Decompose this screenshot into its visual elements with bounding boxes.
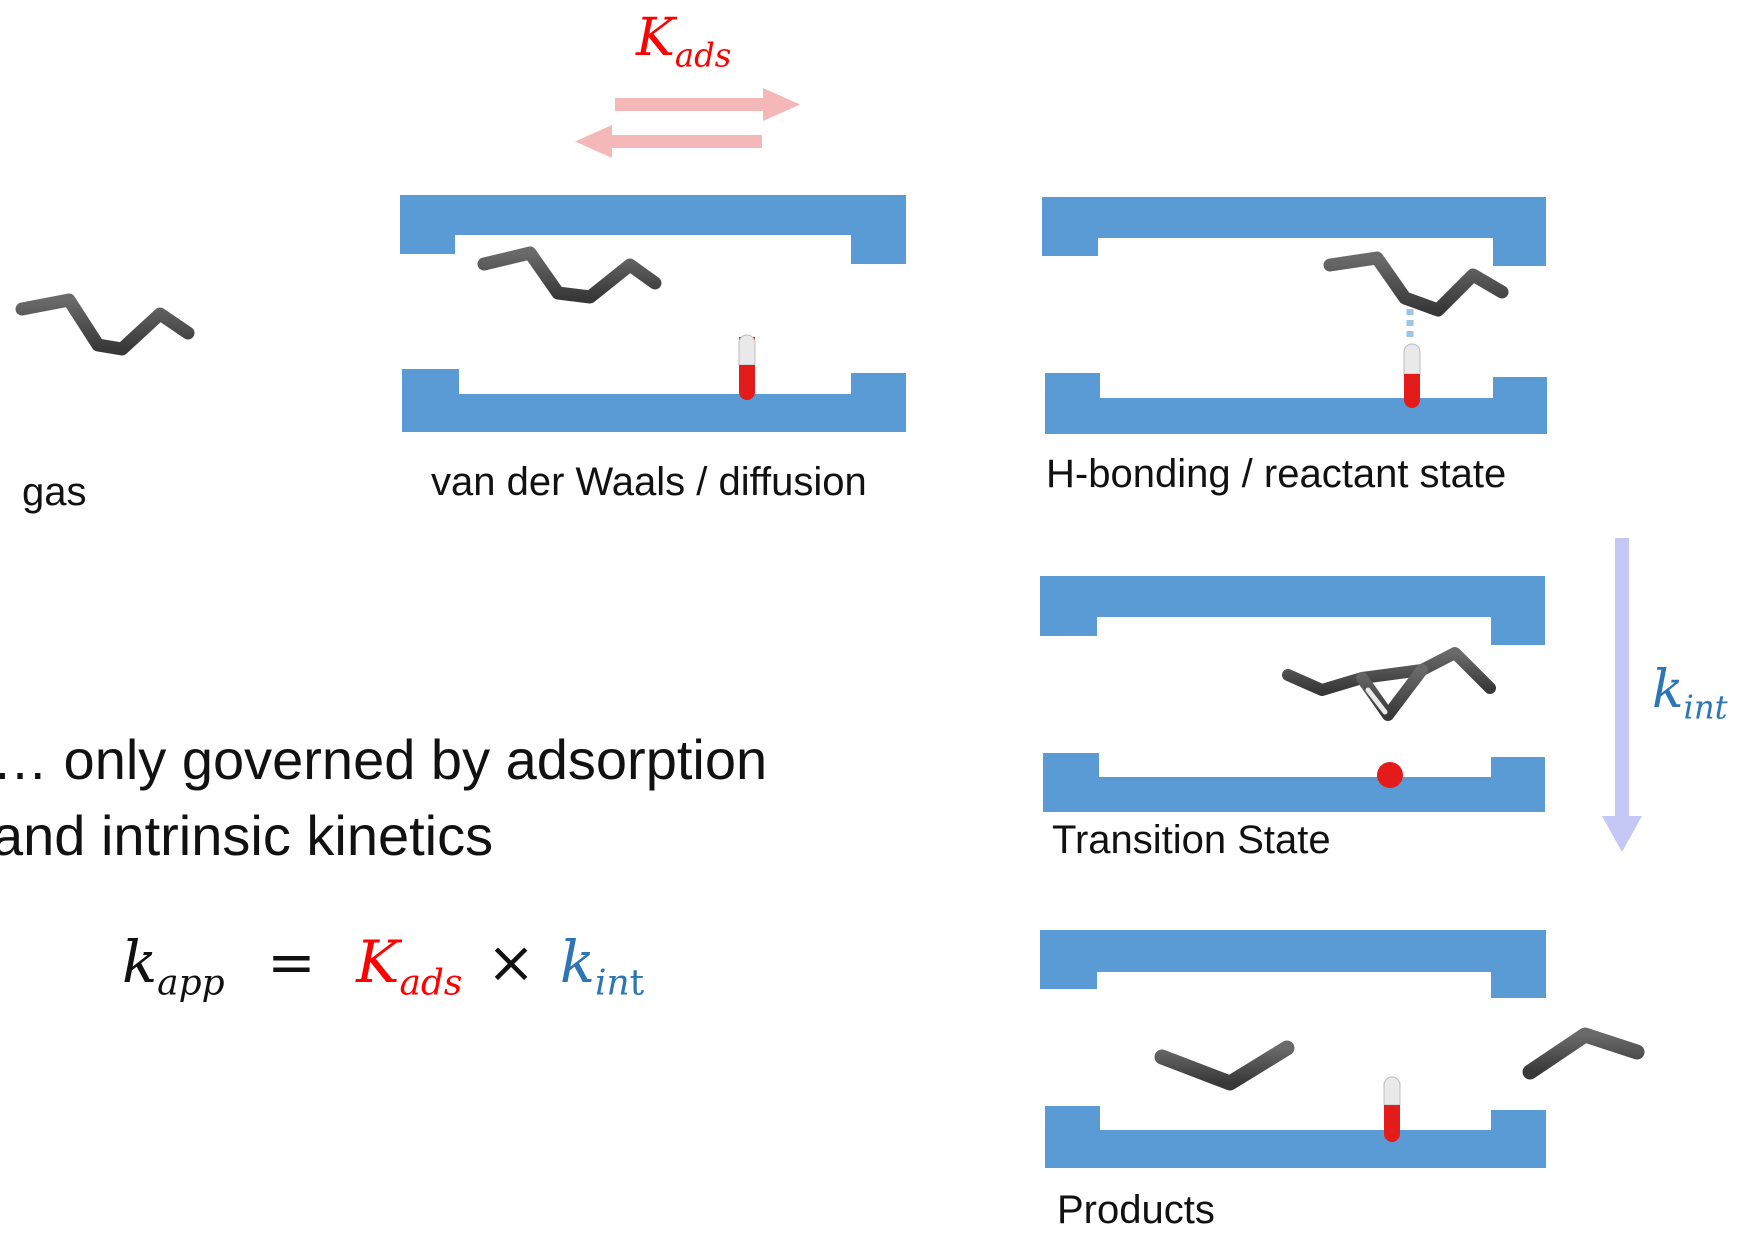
kads-label: Kads [636, 8, 731, 74]
eq-kint-symbol: k [559, 928, 595, 996]
oxygen-atom [1384, 1105, 1400, 1142]
transition-state-molecule [1282, 647, 1496, 721]
kapp-subscript: app [157, 962, 225, 1004]
channel-top-wall [1040, 930, 1546, 998]
forward-arrow-head [763, 88, 800, 121]
eq-kads-symbol: K [356, 928, 400, 996]
kads-term: Kads [356, 928, 462, 1004]
kapp-symbol: k [122, 928, 158, 996]
kint-symbol: k [1652, 660, 1684, 720]
channel-bottom-wall [1043, 753, 1545, 812]
equals-sign: = [267, 928, 316, 996]
kint-arrow-head [1602, 816, 1642, 852]
label-vdw: van der Waals / diffusion [431, 460, 867, 504]
reverse-arrow-head [575, 125, 612, 158]
kads-subscript: ads [674, 36, 732, 75]
hydrogen-transfer [1365, 687, 1388, 715]
hydrogen-atom [1383, 1076, 1401, 1106]
oxygen-atom-lower [739, 365, 755, 400]
channel-top-wall [400, 195, 906, 264]
kint-arrow [1602, 538, 1642, 852]
channel-hbond [1042, 197, 1547, 434]
statement-line-1: … only governed by adsorption [0, 728, 768, 791]
kint-term: kint [559, 928, 644, 1004]
hydrogen-atom [738, 334, 756, 366]
statement-line-2: and intrinsic kinetics [0, 804, 494, 867]
label-products: Products [1057, 1188, 1215, 1232]
eq-kint-sub-italic: in [595, 962, 630, 1004]
acid-site-hydroxyl [1403, 343, 1421, 408]
gas-molecule [15, 293, 195, 356]
forward-arrow-shaft [615, 98, 763, 111]
product-molecule-right [1522, 1027, 1645, 1080]
label-hbond: H-bonding / reactant state [1046, 452, 1507, 496]
oxygen-atom [1404, 374, 1420, 408]
kint-subscript: int [1683, 688, 1728, 727]
oxygen-atom [1377, 762, 1403, 788]
eq-kads-subscript: ads [399, 962, 463, 1004]
hbonded-molecule [1323, 251, 1509, 317]
kads-equilibrium-arrows [575, 88, 800, 158]
channel-bottom-wall [1045, 373, 1547, 434]
eq-kint-subscript: int [595, 963, 644, 1004]
label-transition-state: Transition State [1052, 818, 1331, 862]
channel-bottom-wall [402, 369, 906, 432]
kint-arrow-shaft [1615, 538, 1629, 818]
kads-symbol: K [636, 8, 675, 68]
kint-label: kint [1652, 660, 1728, 726]
product-molecule-left [1154, 1040, 1295, 1091]
kapp-term: kapp [122, 928, 225, 1004]
eq-kint-sub-upright: t [629, 962, 645, 1004]
times-sign: × [486, 928, 536, 996]
channel-top-wall [1040, 576, 1545, 645]
hydrogen-atom [1403, 343, 1421, 375]
adsorbed-molecule [477, 246, 662, 304]
channel-ts [1040, 576, 1545, 812]
acid-site-hydroxyl [1383, 1076, 1401, 1142]
channel-products [1040, 930, 1645, 1168]
acid-site-hydroxyl [738, 334, 756, 400]
reverse-arrow-shaft [612, 135, 762, 148]
label-gas: gas [22, 470, 87, 514]
channel-top-wall [1042, 197, 1546, 266]
rate-equation: kapp = Kads × kint [122, 928, 644, 1004]
channel-vdw [400, 195, 906, 432]
channel-bottom-wall [1045, 1106, 1546, 1168]
